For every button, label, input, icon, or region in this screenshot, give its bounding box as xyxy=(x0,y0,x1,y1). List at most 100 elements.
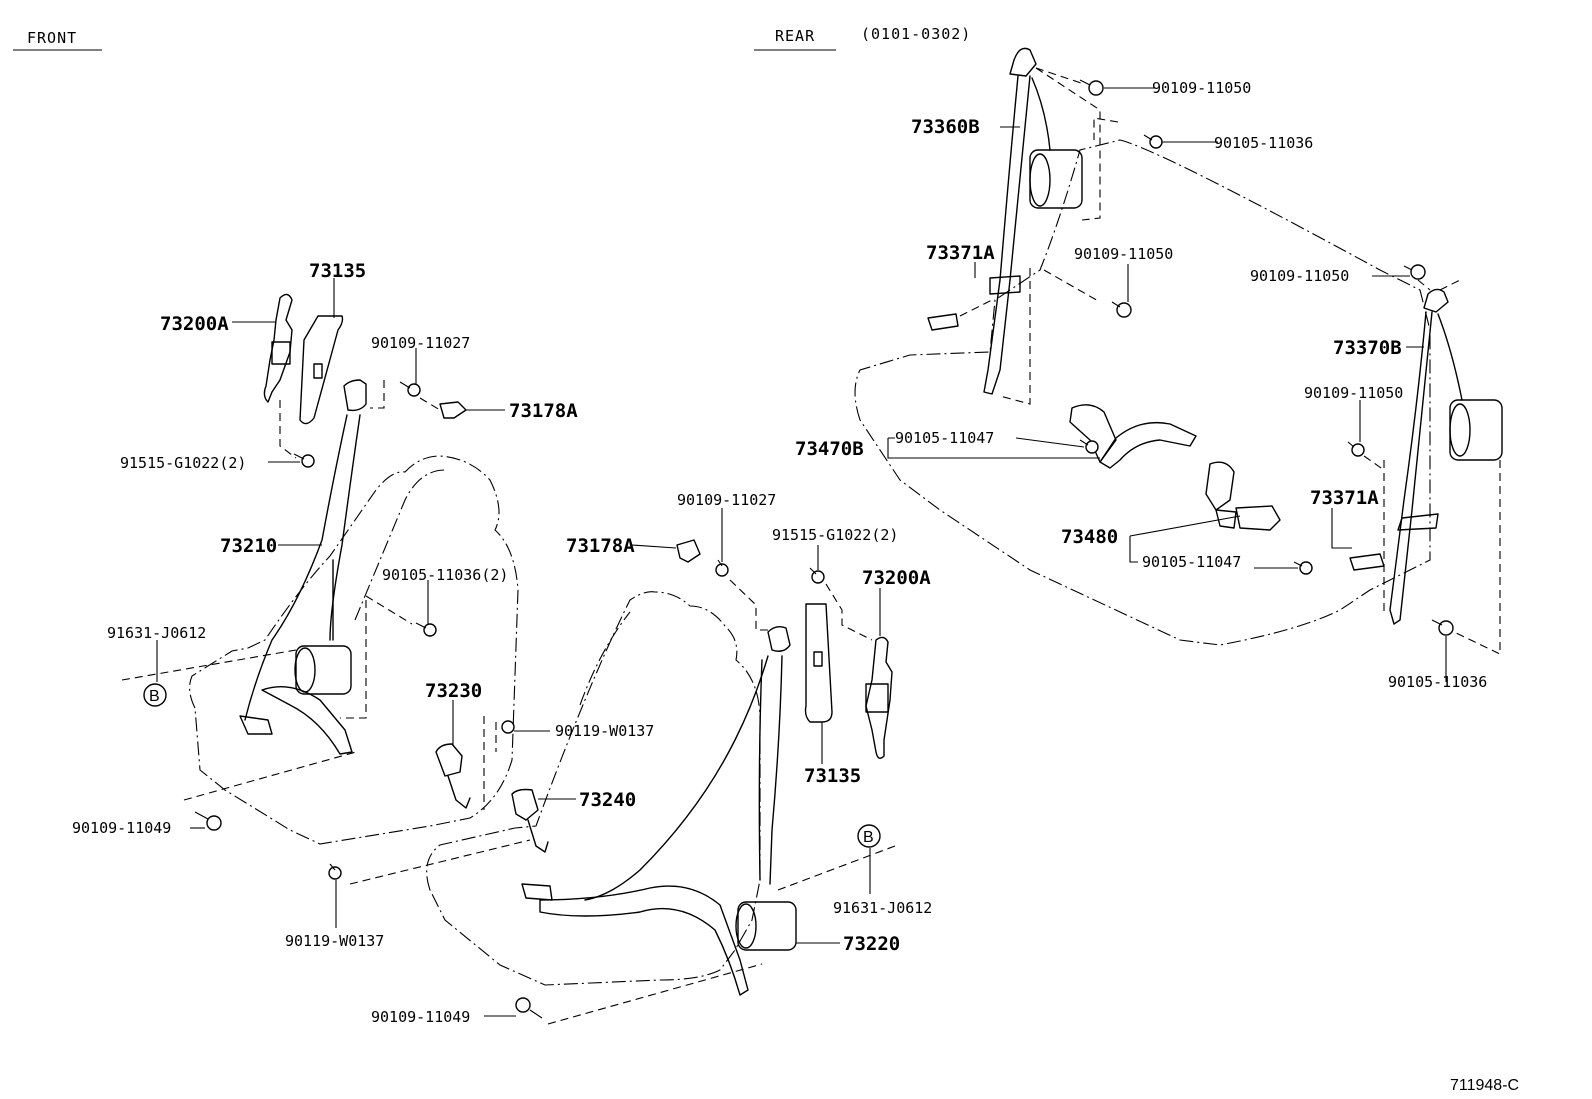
label-90109-11050-d: 90109-11050 xyxy=(1304,384,1403,402)
label-73210: 73210 xyxy=(220,535,277,557)
label-90105-11036-a: 90105-11036 xyxy=(1214,134,1313,152)
bolt-90109-11049-left xyxy=(194,811,222,831)
rear-mount-dash-d xyxy=(959,299,993,317)
front-left-buckle-73230 xyxy=(435,743,471,809)
label-90109-11027-left: 90109-11027 xyxy=(371,334,470,352)
front-left-mount-dash-d xyxy=(340,595,413,719)
front-right-mount-dash-a xyxy=(729,579,770,631)
front-right-mount-dash-c xyxy=(777,845,896,891)
label-73370b: 73370B xyxy=(1333,337,1402,359)
bolt-90109-11050-d xyxy=(1347,441,1365,457)
front-right-buckle-73240 xyxy=(511,788,549,853)
rear-seat-outline xyxy=(854,139,1431,646)
label-73220: 73220 xyxy=(843,933,900,955)
label-73240: 73240 xyxy=(579,789,636,811)
front-left-mount-dash-h xyxy=(349,839,531,885)
bolt-90109-11050-b xyxy=(1111,301,1132,318)
label-90105-11047-b: 90105-11047 xyxy=(1142,553,1241,571)
rear-left-belt-assembly-73360b xyxy=(983,47,1083,395)
front-left-mount-dash-f xyxy=(183,751,357,801)
rear-mount-dash-f xyxy=(1453,460,1501,655)
label-73178a-left: 73178A xyxy=(509,400,578,422)
bolt-90109-11049-right xyxy=(515,997,543,1019)
label-73230: 73230 xyxy=(425,680,482,702)
label-91515-left: 91515-G1022(2) xyxy=(120,454,246,472)
front-left-mount-dash-g xyxy=(483,716,497,810)
bolt-90109-11027-right xyxy=(715,559,729,577)
bolt-90109-11050-a xyxy=(1079,79,1104,96)
front-left-mount-dash-a xyxy=(370,380,385,409)
label-91515-right: 91515-G1022(2) xyxy=(772,526,898,544)
front-left-pillar-cover-73135 xyxy=(299,315,344,425)
bolt-91515-left xyxy=(293,453,315,468)
rear-mount-dash-a xyxy=(1035,67,1101,221)
leader-73178a-right xyxy=(631,544,677,549)
front-left-clip-73178a xyxy=(439,401,467,419)
front-right-seat-back-line xyxy=(579,611,631,706)
label-90119-w0137-b: 90119-W0137 xyxy=(285,932,384,950)
label-90119-w0137-a: 90119-W0137 xyxy=(555,722,654,740)
front-left-mount-dash-b xyxy=(419,397,441,411)
front-right-mount-dash-b xyxy=(825,583,873,641)
leader-73480 xyxy=(1129,515,1298,569)
bolt-90105-11036-a xyxy=(1143,134,1163,149)
label-90109-11027-right: 90109-11027 xyxy=(677,491,776,509)
front-left-mount-dash-c xyxy=(279,400,297,459)
front-right-shoulder-anchor-73200a xyxy=(865,636,893,759)
bolt-90105-11036-2 xyxy=(415,622,437,637)
label-73178a-right: 73178A xyxy=(566,535,635,557)
front-right-belt-assembly xyxy=(521,625,797,996)
bolt-90105-11047-b xyxy=(1293,561,1313,575)
bolt-91515-right xyxy=(809,567,825,584)
front-left-shoulder-anchor-73200a xyxy=(263,293,293,403)
front-left-seat-back-line xyxy=(354,469,446,621)
ref-circle-b-right xyxy=(857,824,881,848)
leader-73470b xyxy=(887,437,1100,459)
figure-id: 711948-C xyxy=(1450,1077,1519,1094)
ref-b-right: B xyxy=(863,829,874,846)
label-73135-right: 73135 xyxy=(804,765,861,787)
front-left-belt-assembly xyxy=(239,379,367,755)
ref-b-left: B xyxy=(149,688,160,705)
label-90105-11036-2: 90105-11036(2) xyxy=(382,566,508,584)
front-right-mount-dash-d xyxy=(547,963,763,1025)
bolt-90109-11050-c xyxy=(1403,264,1426,280)
front-right-pillar-cover-73135 xyxy=(804,603,833,723)
rear-mount-dash-c xyxy=(999,268,1101,405)
label-73470b: 73470B xyxy=(795,438,864,460)
bolt-90119-w0137-a xyxy=(501,720,515,734)
rear-center-buckle-73480 xyxy=(1205,461,1281,531)
label-90109-11049-right: 90109-11049 xyxy=(371,1008,470,1026)
rear-right-tongue-73371a xyxy=(1349,553,1385,571)
label-73360b: 73360B xyxy=(911,116,980,138)
label-91631-left: 91631-J0612 xyxy=(107,624,206,642)
label-90109-11050-a: 90109-11050 xyxy=(1152,79,1251,97)
rear-date-range: (0101-0302) xyxy=(861,25,971,43)
label-73371a-left: 73371A xyxy=(926,242,995,264)
leader-73371a-right xyxy=(1331,508,1352,549)
front-section-title: FRONT xyxy=(27,29,77,47)
rear-mount-dash-b xyxy=(1093,117,1119,140)
label-73480: 73480 xyxy=(1061,526,1118,548)
ref-circle-b-left xyxy=(143,683,167,707)
front-left-mount-dash-e xyxy=(121,649,297,681)
rear-right-belt-assembly-73370b xyxy=(1389,288,1503,625)
bolt-90119-w0137-b xyxy=(328,863,342,880)
bolt-90105-11047-a xyxy=(1079,439,1099,454)
rear-section-title: REAR xyxy=(775,27,815,45)
bolt-90105-11036-b xyxy=(1431,619,1454,636)
bolt-90109-11027-left xyxy=(399,381,421,397)
label-91631-right: 91631-J0612 xyxy=(833,899,932,917)
label-90109-11050-b: 90109-11050 xyxy=(1074,245,1173,263)
label-73200a-right: 73200A xyxy=(862,567,931,589)
front-left-seat-outline xyxy=(189,455,519,845)
rear-mount-dash-e xyxy=(1363,455,1385,612)
label-73371a-right: 73371A xyxy=(1310,487,1379,509)
label-73135-left: 73135 xyxy=(309,260,366,282)
label-73200a-left: 73200A xyxy=(160,313,229,335)
front-left-pillar-cover-slot xyxy=(313,363,323,379)
front-right-clip-73178a xyxy=(676,539,701,563)
label-90105-11036-b: 90105-11036 xyxy=(1388,673,1487,691)
label-90109-11049-left: 90109-11049 xyxy=(72,819,171,837)
